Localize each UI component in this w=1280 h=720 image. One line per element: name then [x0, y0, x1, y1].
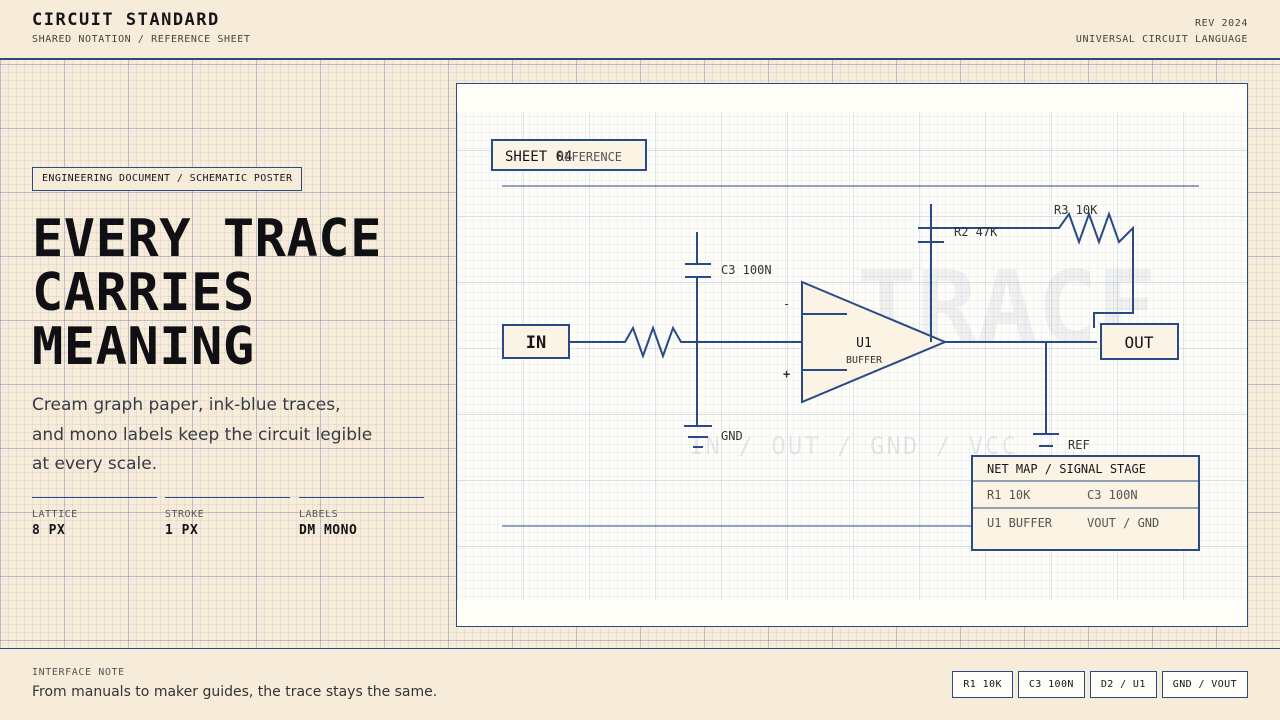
schematic-panel: TRACE IN / OUT / GND / VCC SHEET 04 REFE…: [456, 83, 1248, 627]
note-text: From manuals to maker guides, the trace …: [32, 684, 438, 700]
input-terminal: IN: [502, 324, 570, 359]
opamp-minus-sign: -: [783, 297, 790, 311]
output-terminal: OUT: [1100, 323, 1179, 360]
body-line-2: and mono labels keep the circuit legible: [32, 424, 373, 445]
spec-value: DM MONO: [299, 523, 358, 538]
output-label: OUT: [1125, 333, 1154, 352]
spec-lattice: LATTICE 8 PX: [32, 497, 157, 538]
opamp-triangle: [801, 280, 948, 404]
net-map-cell: C3 100N: [1087, 488, 1138, 502]
chip-r1: R1 10K: [952, 671, 1013, 698]
sheet-overlay-label: REFERENCE: [557, 150, 622, 164]
body-copy: Cream graph paper, ink-blue traces, and …: [32, 391, 412, 480]
opamp-name: U1: [856, 336, 872, 351]
r2-label: R2 47K: [954, 225, 998, 239]
brand-title: CIRCUIT STANDARD: [32, 10, 220, 30]
chip-gnd-vout: GND / VOUT: [1161, 671, 1248, 698]
spec-label: LABELS: [299, 509, 339, 520]
output-box: [1100, 323, 1179, 360]
chip-d2-u1: D2 / U1: [1089, 671, 1157, 698]
spec-label: LATTICE: [32, 509, 78, 520]
spec-stroke: STROKE 1 PX: [165, 497, 290, 538]
net-map-frame: [971, 455, 1200, 551]
gnd-label: GND: [721, 429, 743, 443]
document-tag: ENGINEERING DOCUMENT / SCHEMATIC POSTER: [32, 167, 303, 191]
opamp-plus-sign: +: [783, 367, 790, 381]
traces: [569, 204, 1134, 448]
headline-line-3: MEANING: [32, 317, 255, 377]
r3-feedback-trace: [931, 211, 1134, 328]
note-label: INTERFACE NOTE: [32, 667, 125, 678]
opamp-role: BUFFER: [846, 355, 883, 366]
input-box: [502, 324, 570, 359]
sheet-label: SHEET 04: [505, 149, 572, 165]
sheet-badge-frame: [491, 139, 647, 171]
body-line-3: at every scale.: [32, 454, 158, 474]
ref-label: REF: [1068, 438, 1090, 452]
headline-line-2: CARRIES: [32, 263, 255, 323]
page-header: CIRCUIT STANDARD SHARED NOTATION / REFER…: [0, 0, 1280, 60]
spec-value: 8 PX: [32, 523, 66, 538]
resistor-r1-trace: [569, 325, 802, 359]
c3-label: C3 100N: [721, 263, 772, 277]
component-chips: R1 10K C3 100N D2 / U1 GND / VOUT: [952, 671, 1248, 698]
language-label: UNIVERSAL CIRCUIT LANGUAGE: [1075, 34, 1248, 45]
net-map-cell: R1 10K: [987, 488, 1031, 502]
watermark-subtitle: IN / OUT / GND / VCC: [689, 432, 1018, 460]
brand-subtitle: SHARED NOTATION / REFERENCE SHEET: [32, 34, 251, 45]
component-labels: C3 100N R2 47K R3 10K GND REF U1 BUFFER …: [721, 203, 1098, 452]
net-map-cell: U1 BUFFER: [987, 516, 1053, 530]
headline: EVERY TRACE CARRIES MEANING: [32, 212, 382, 374]
chip-c3: C3 100N: [1017, 671, 1085, 698]
net-map-title: NET MAP / SIGNAL STAGE: [987, 462, 1146, 476]
sheet-badge: SHEET 04 REFERENCE: [491, 139, 647, 171]
spec-label: STROKE: [165, 509, 205, 520]
revision-label: REV 2024: [1195, 18, 1248, 29]
schematic-diagram: TRACE IN / OUT / GND / VCC SHEET 04 REFE…: [457, 112, 1247, 600]
net-map-cell: VOUT / GND: [1087, 516, 1159, 530]
body-line-1: Cream graph paper, ink-blue traces,: [32, 395, 341, 415]
page-footer: INTERFACE NOTE From manuals to maker gui…: [0, 648, 1280, 720]
r3-label: R3 10K: [1054, 203, 1098, 217]
spec-value: 1 PX: [165, 523, 199, 538]
spec-labels: LABELS DM MONO: [299, 497, 424, 538]
net-map-table: NET MAP / SIGNAL STAGE R1 10K C3 100N U1…: [971, 455, 1200, 551]
input-label: IN: [526, 333, 546, 353]
headline-line-1: EVERY TRACE: [32, 209, 382, 269]
